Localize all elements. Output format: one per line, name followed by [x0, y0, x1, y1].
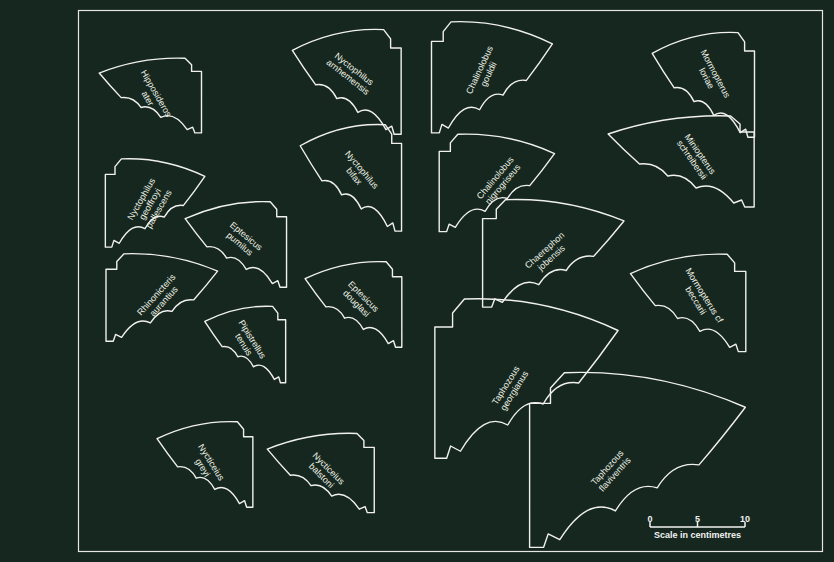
wing-outline: Chalinolobus nigrogriseus	[433, 130, 557, 237]
wing-outline: Hipposideros ater	[97, 55, 207, 137]
wing-shape	[628, 250, 752, 357]
species-name: Taphozous georgianus	[480, 349, 539, 427]
wing-outline: Chaerephon jobensis	[475, 195, 627, 313]
scale-number: 5	[695, 514, 700, 524]
species-name: Nyctophilus bifax	[330, 142, 386, 204]
wing-outline: Miniopterus schreibersii	[605, 112, 762, 212]
wing-outline: Nycticeius balstoni	[265, 430, 380, 517]
wing-outline: Eptesicus pumilus	[183, 198, 292, 292]
wing-outline: Eptesicus douglasi	[303, 258, 407, 352]
wing-outline: Taphozous flaviventris	[518, 365, 750, 557]
wing-outline: Nyctophilus geoffroyi pallescens	[100, 155, 207, 252]
scale-caption: Scale in centimetres	[654, 530, 741, 540]
wing-outline: Taphozous georgianus	[425, 292, 622, 467]
wing-outline: Mormopterus loriae	[650, 28, 760, 143]
species-name: Nycticeius balstoni	[297, 443, 354, 500]
species-name: Hipposideros ater	[126, 61, 178, 132]
species-name: Nycticeius greyi	[182, 434, 231, 495]
scale-number: 10	[740, 514, 750, 524]
wing-outline: Chalinolobus gouldii	[425, 17, 555, 139]
species-name: Mormopterus loriae	[687, 44, 734, 108]
species-name: Eptesicus douglasi	[332, 272, 389, 329]
wing-shape	[605, 112, 762, 212]
species-name: Rhinonicteris aurantius	[132, 268, 188, 327]
species-name: Mormopterus cf beccarii	[673, 263, 727, 333]
wing-outline: Nyctophilus bifax	[298, 120, 407, 237]
species-name: Chalinolobus gouldii	[460, 36, 508, 108]
wing-outline: Nyctophilus arnhemensis	[290, 25, 407, 140]
species-name: Miniopterus schreibersii	[665, 118, 727, 195]
wing-outline: Pipistrellus tenuis	[203, 303, 290, 387]
wing-shape	[518, 365, 750, 557]
scale-number: 0	[647, 514, 652, 524]
species-name: Nyctophilus arnhemensis	[317, 44, 384, 103]
frame	[79, 11, 823, 552]
wing-outline: Mormopterus cf beccarii	[628, 250, 752, 357]
wing-outline: Rhinonicteris aurantius	[100, 250, 220, 346]
species-name: Pipistrellus tenuis	[225, 313, 272, 371]
wing-outline: Nycticeius greyi	[155, 418, 258, 512]
species-name: Chaerephon jobensis	[515, 223, 580, 285]
species-name: Nyctophilus geoffroyi pallescens	[122, 169, 179, 238]
species-name: Eptesicus pumilus	[213, 213, 273, 268]
species-name: Chalinolobus nigrogriseus	[469, 148, 529, 214]
species-name: Taphozous flaviventris	[577, 434, 645, 507]
